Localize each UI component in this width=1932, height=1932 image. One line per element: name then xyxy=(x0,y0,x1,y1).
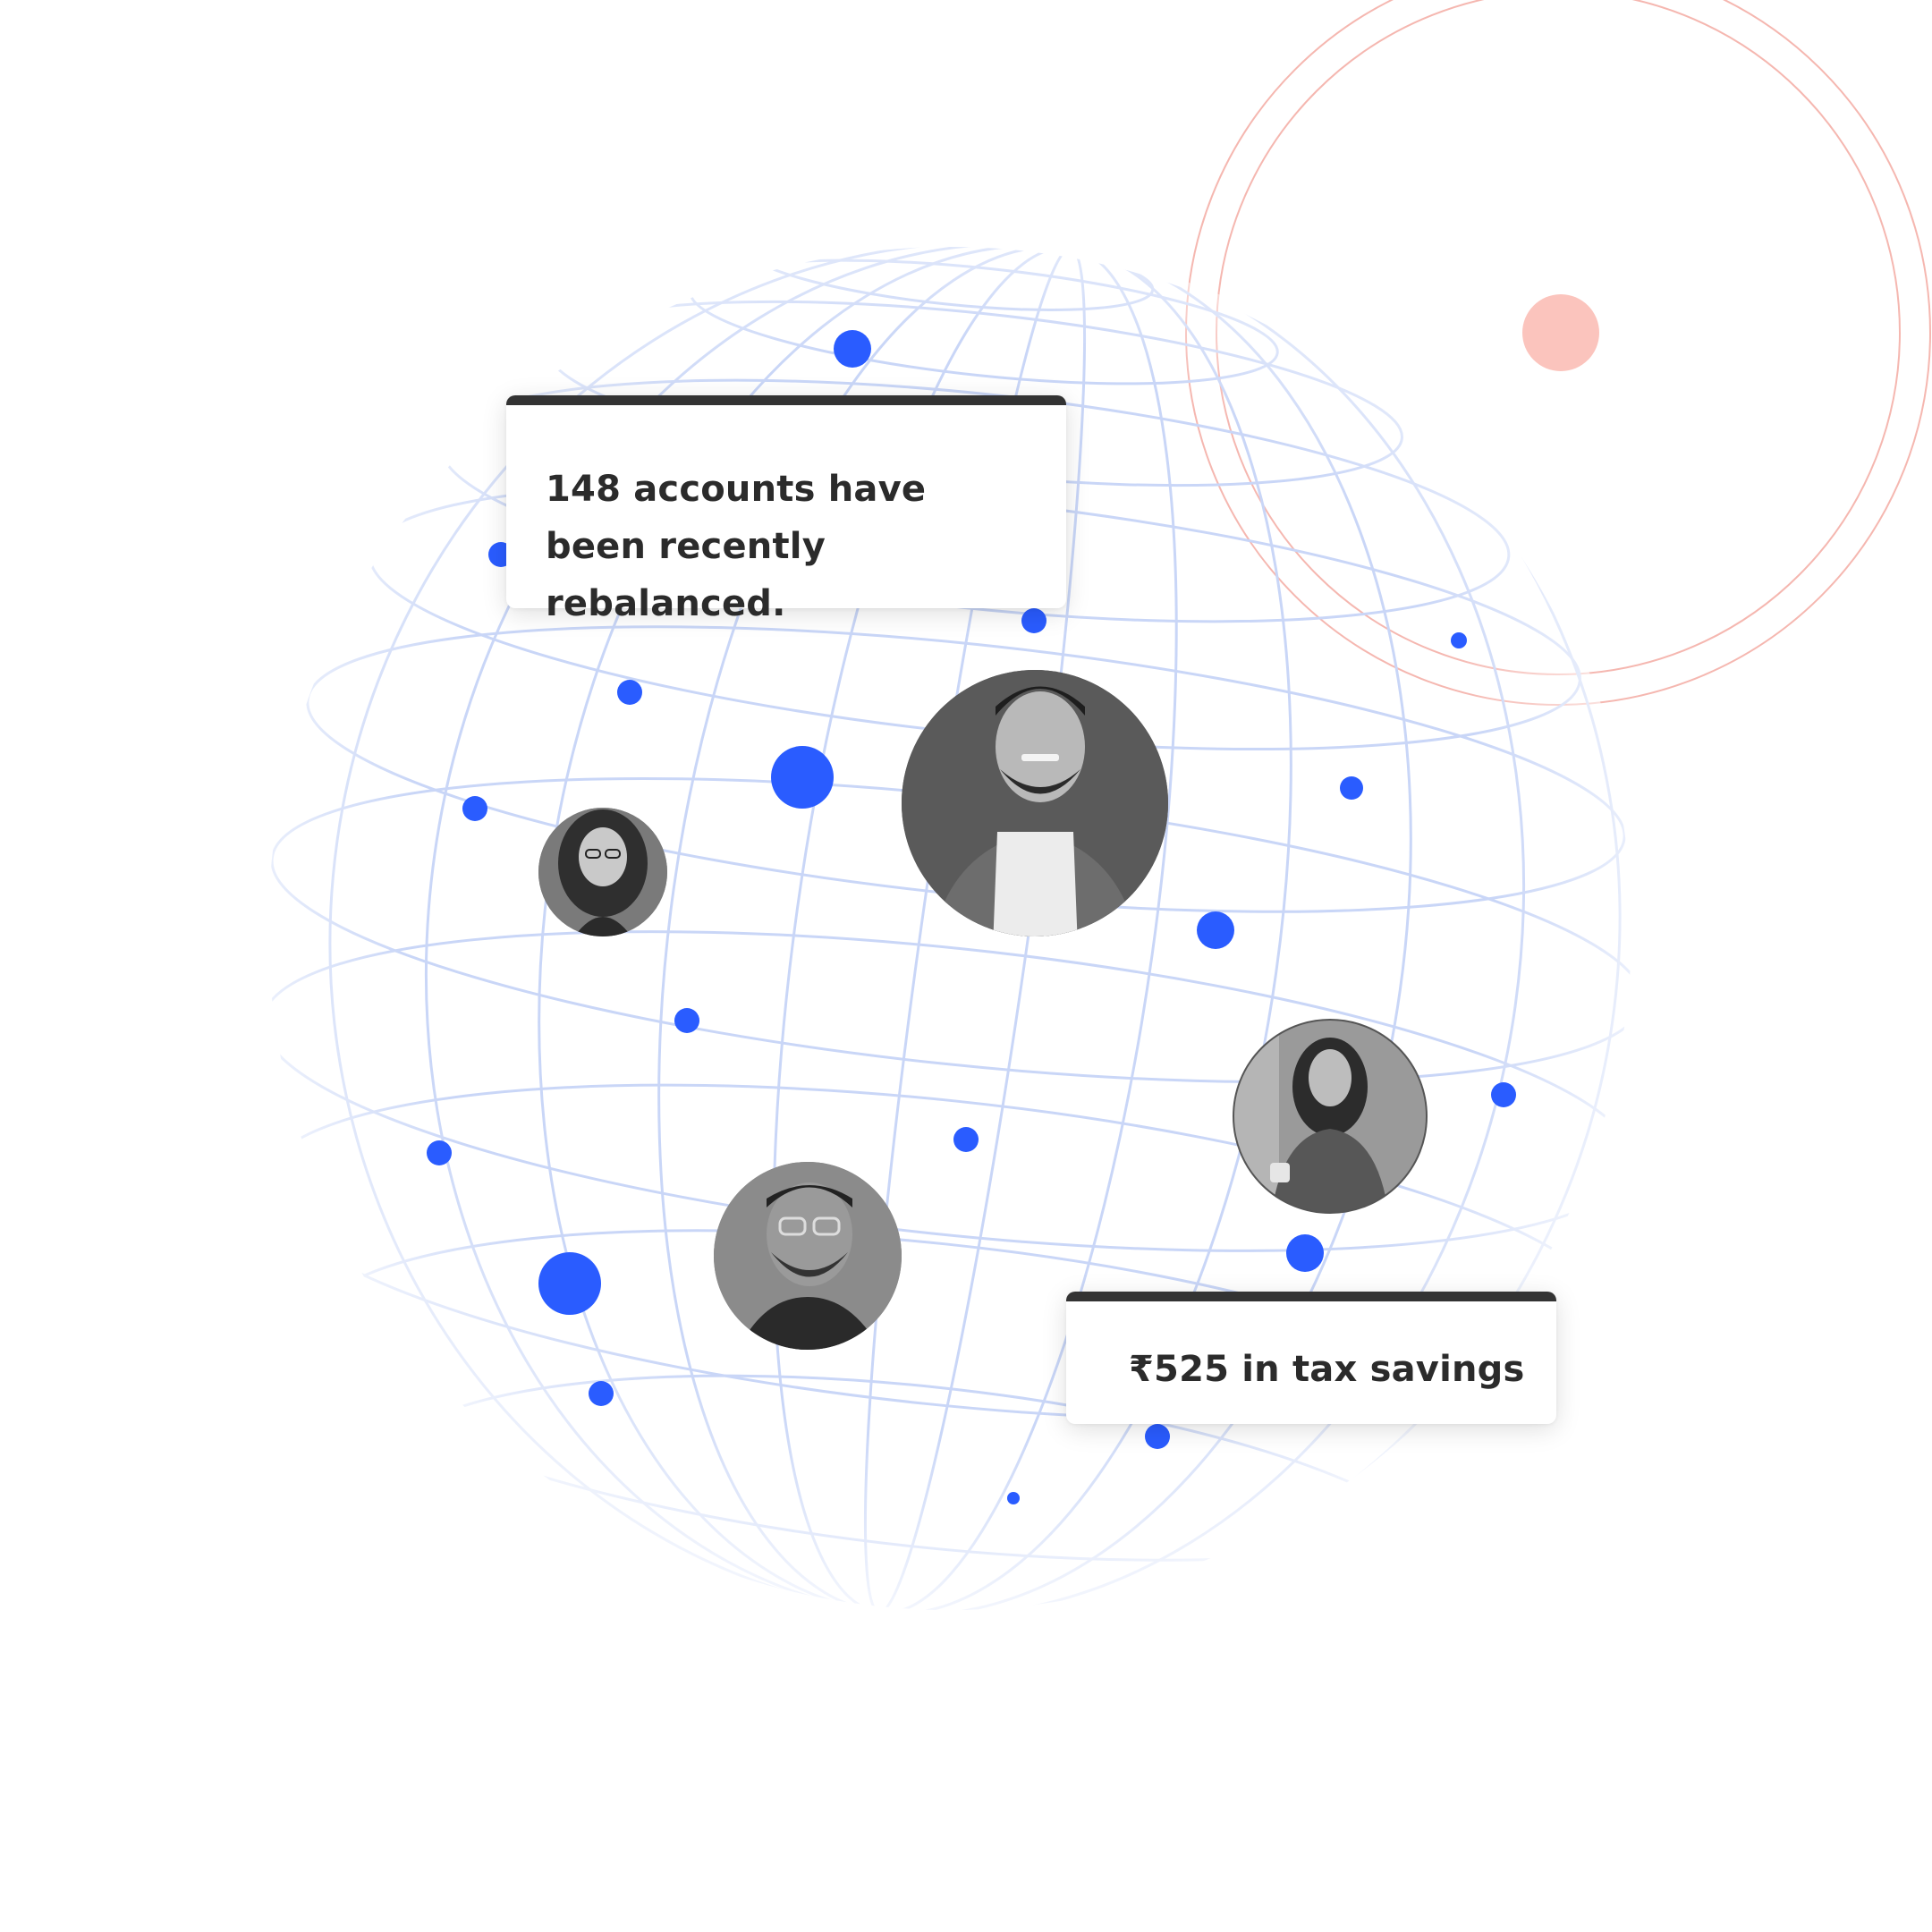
node-dot xyxy=(1021,608,1046,633)
node-dot xyxy=(589,1381,614,1406)
node-dot xyxy=(1451,632,1467,648)
avatar-man-glasses xyxy=(714,1162,902,1350)
coral-dot xyxy=(1522,294,1599,371)
node-dot xyxy=(771,746,834,809)
tax-savings-text: ₹525 in tax savings xyxy=(1129,1349,1525,1390)
node-dot xyxy=(1286,1234,1324,1272)
node-dot xyxy=(834,330,871,368)
node-dot xyxy=(538,1252,601,1315)
accounts-rebalanced-card: 148 accounts have been recently rebalanc… xyxy=(506,395,1066,624)
node-dot xyxy=(953,1127,979,1152)
node-dot xyxy=(1007,1492,1020,1504)
node-dot xyxy=(617,680,642,705)
tax-savings-card: ₹525 in tax savings xyxy=(1066,1292,1556,1424)
node-dot xyxy=(462,796,487,821)
node-dot xyxy=(1197,911,1234,949)
accounts-rebalanced-text: 148 accounts have been recently rebalanc… xyxy=(546,469,927,624)
node-dot xyxy=(1340,776,1363,800)
node-dot xyxy=(1145,1424,1170,1449)
node-dot xyxy=(674,1008,699,1033)
node-dot xyxy=(427,1140,452,1165)
avatar-man-smiling xyxy=(902,670,1168,936)
avatar-woman-glasses xyxy=(538,808,667,936)
node-dot xyxy=(1491,1082,1516,1107)
